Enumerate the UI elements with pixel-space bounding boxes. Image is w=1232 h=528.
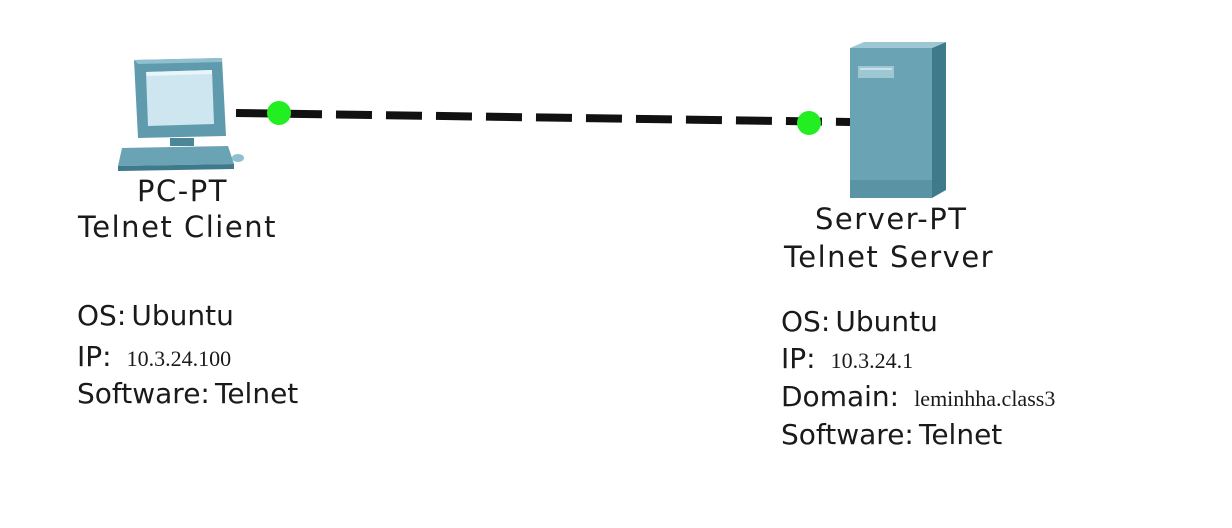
- client-software-value: Telnet: [214, 377, 299, 410]
- server-ip-row: IP: 10.3.24.1: [781, 345, 913, 373]
- server-domain-label: Domain:: [781, 380, 900, 413]
- client-ip-row: IP: 10.3.24.100: [77, 343, 231, 371]
- server-ip-label: IP:: [781, 342, 816, 375]
- client-os-row: OS: Ubuntu: [77, 302, 234, 330]
- server-device-role: Telnet Server: [784, 240, 995, 274]
- server-device-name: Server-PT: [815, 202, 968, 236]
- server-os-label: OS:: [781, 305, 831, 338]
- network-link[interactable]: [235, 109, 851, 126]
- server-os-value: Ubuntu: [835, 305, 938, 338]
- client-os-value: Ubuntu: [131, 299, 234, 332]
- client-port-status-icon: [267, 101, 291, 125]
- client-device-role: Telnet Client: [78, 210, 277, 244]
- server-icon[interactable]: [850, 42, 946, 198]
- server-port-status-icon: [797, 111, 821, 135]
- server-software-label: Software:: [781, 418, 914, 451]
- client-ip-label: IP:: [77, 340, 112, 373]
- server-software-row: Software: Telnet: [781, 421, 1002, 449]
- client-os-label: OS:: [77, 299, 127, 332]
- client-device-name: PC-PT: [137, 174, 228, 208]
- server-domain-value: leminhha.class3: [914, 386, 1056, 411]
- server-os-row: OS: Ubuntu: [781, 308, 938, 336]
- server-domain-row: Domain: leminhha.class3: [781, 383, 1055, 411]
- pc-icon[interactable]: [118, 58, 244, 171]
- client-ip-value: 10.3.24.100: [126, 346, 232, 371]
- server-ip-value: 10.3.24.1: [830, 348, 914, 373]
- client-software-label: Software:: [77, 377, 210, 410]
- client-software-row: Software: Telnet: [77, 380, 298, 408]
- server-software-value: Telnet: [918, 418, 1003, 451]
